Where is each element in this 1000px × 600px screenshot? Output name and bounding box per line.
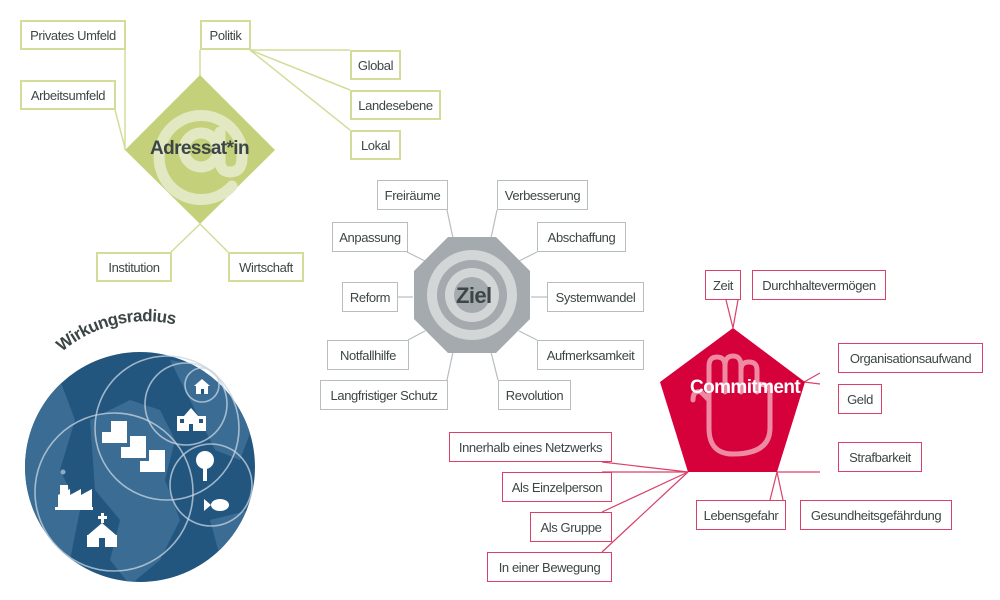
ziel-connectors bbox=[397, 209, 547, 381]
school-icon bbox=[177, 408, 206, 431]
commitment-branch-lebensgefahr: Lebensgefahr bbox=[696, 500, 786, 530]
ziel-branch-aufmerksamkeit: Aufmerksamkeit bbox=[537, 340, 644, 370]
ziel-branch-freiraeume: Freiräume bbox=[377, 180, 448, 210]
impact-radius-circles bbox=[34, 355, 253, 572]
raised-hand-icon bbox=[690, 353, 773, 457]
commitment-branch-durchhaltevermoegen: Durchhaltevermögen bbox=[752, 270, 886, 300]
commitment-branch-einzelperson: Als Einzelperson bbox=[502, 472, 612, 502]
commitment-connectors bbox=[601, 299, 821, 553]
at-sign-icon bbox=[153, 110, 248, 205]
adressat-title: Adressat*in bbox=[150, 138, 250, 159]
commitment-branch-bewegung: In einer Bewegung bbox=[487, 552, 612, 582]
ziel-branch-systemwandel: Systemwandel bbox=[547, 282, 644, 312]
adressat-branch-global: Global bbox=[350, 50, 401, 80]
ziel-title: Ziel bbox=[456, 283, 492, 308]
ziel-branch-verbesserung: Verbesserung bbox=[497, 180, 588, 210]
adressat-branch-arbeitsumfeld: Arbeitsumfeld bbox=[20, 80, 116, 110]
commitment-title: Commitment bbox=[690, 377, 801, 398]
commitment-pentagon bbox=[660, 328, 805, 472]
adressat-branch-politik: Politik bbox=[200, 20, 251, 50]
adressat-diamond bbox=[125, 75, 275, 224]
commitment-branch-geld: Geld bbox=[838, 384, 882, 414]
commitment-branch-strafbarkeit: Strafbarkeit bbox=[838, 442, 922, 472]
commitment-branch-zeit: Zeit bbox=[705, 270, 741, 300]
tree-icon bbox=[196, 451, 214, 481]
adressat-branch-landesebene: Landesebene bbox=[350, 90, 441, 120]
ziel-branch-abschaffung: Abschaffung bbox=[537, 222, 626, 252]
ziel-branch-langfristiger-schutz: Langfristiger Schutz bbox=[320, 380, 448, 410]
city-buildings-icon bbox=[102, 421, 165, 472]
ziel-branch-anpassung: Anpassung bbox=[332, 222, 408, 252]
ziel-branch-reform: Reform bbox=[342, 282, 398, 312]
commitment-branch-netzwerk: Innerhalb eines Netzwerks bbox=[449, 432, 612, 462]
adressat-connectors bbox=[114, 49, 351, 253]
fish-icon bbox=[204, 499, 229, 511]
commitment-branch-gruppe: Als Gruppe bbox=[530, 512, 612, 542]
commitment-branch-gesundheitsgefaehrdung: Gesundheitsgefährdung bbox=[800, 500, 952, 530]
adressat-branch-privates-umfeld: Privates Umfeld bbox=[20, 20, 126, 50]
wirkungsradius-title: Wirkungsradius bbox=[53, 306, 178, 355]
commitment-branch-organisationsaufwand: Organisationsaufwand bbox=[838, 343, 983, 373]
factory-icon bbox=[55, 469, 93, 510]
ziel-branch-revolution: Revolution bbox=[498, 380, 571, 410]
adressat-branch-institution: Institution bbox=[96, 252, 172, 282]
target-icon bbox=[427, 250, 517, 340]
adressat-branch-wirtschaft: Wirtschaft bbox=[228, 252, 304, 282]
house-icon bbox=[194, 379, 210, 394]
ziel-branch-notfallhilfe: Notfallhilfe bbox=[327, 340, 409, 370]
adressat-branch-lokal: Lokal bbox=[350, 130, 401, 160]
church-icon bbox=[87, 513, 117, 547]
globe: Wirkungsradius bbox=[25, 306, 255, 582]
